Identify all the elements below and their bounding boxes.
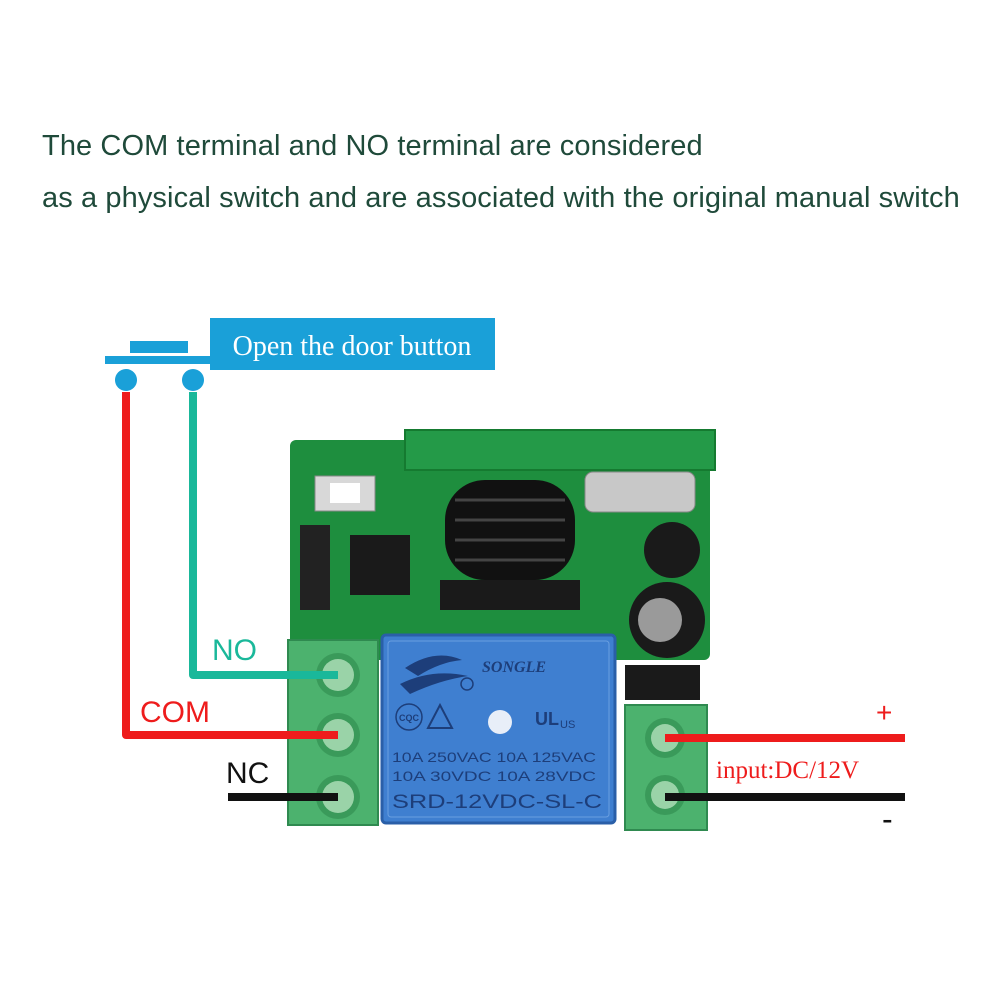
wire-com (122, 392, 338, 739)
crystal (584, 471, 696, 513)
caption-line-1: The COM terminal and NO terminal are con… (42, 130, 703, 162)
cqc-mark-icon (395, 703, 423, 731)
ul-mark-text: US (560, 719, 575, 731)
button-base (105, 356, 215, 364)
door-button-label-box (210, 318, 495, 370)
com-label: COM (140, 696, 210, 729)
button-cap (130, 341, 188, 353)
ul-mark-icon: UL (535, 709, 559, 729)
minus-label: - (882, 801, 893, 837)
wire-no (189, 392, 338, 679)
relay: SONGLE CQC UL US 10A 250VAC 10A 125VAC 1… (380, 633, 617, 825)
relay-rating-line-1: 10A 250VAC 10A 125VAC (392, 749, 596, 765)
receiver-board (290, 429, 716, 700)
wires (122, 392, 905, 801)
nc-label: NC (226, 757, 269, 790)
diode (300, 525, 330, 610)
registered-icon (460, 677, 474, 691)
input-label: input:DC/12V (716, 757, 859, 784)
capacitor-2-top (638, 598, 682, 642)
no-label: NO (212, 634, 257, 667)
relay-hole (488, 710, 512, 734)
transistor (625, 665, 700, 700)
door-button-label: Open the door button (233, 331, 472, 362)
capacitor-1 (644, 522, 700, 578)
rf-module (404, 429, 716, 471)
warning-triangle-icon (426, 702, 454, 729)
antenna-coil (445, 480, 575, 580)
decoder-chip (440, 580, 580, 610)
songle-logo-icon (400, 655, 468, 694)
caption-line-2: as a physical switch and are associated … (42, 182, 960, 214)
learn-button-cap (330, 483, 360, 503)
cqc-mark-text: CQC (399, 713, 420, 723)
relay-rating-line-2: 10A 30VDC 10A 28VDC (392, 768, 596, 784)
relay-brand: SONGLE (482, 659, 546, 676)
button-contact-left (115, 369, 137, 391)
terminal-block-right (624, 704, 708, 831)
relay-model: SRD-12VDC-SL-C (392, 792, 602, 813)
door-button: Open the door button (105, 318, 495, 391)
button-contact-right (182, 369, 204, 391)
plus-label: + (876, 697, 892, 728)
ic-chip (350, 535, 410, 595)
